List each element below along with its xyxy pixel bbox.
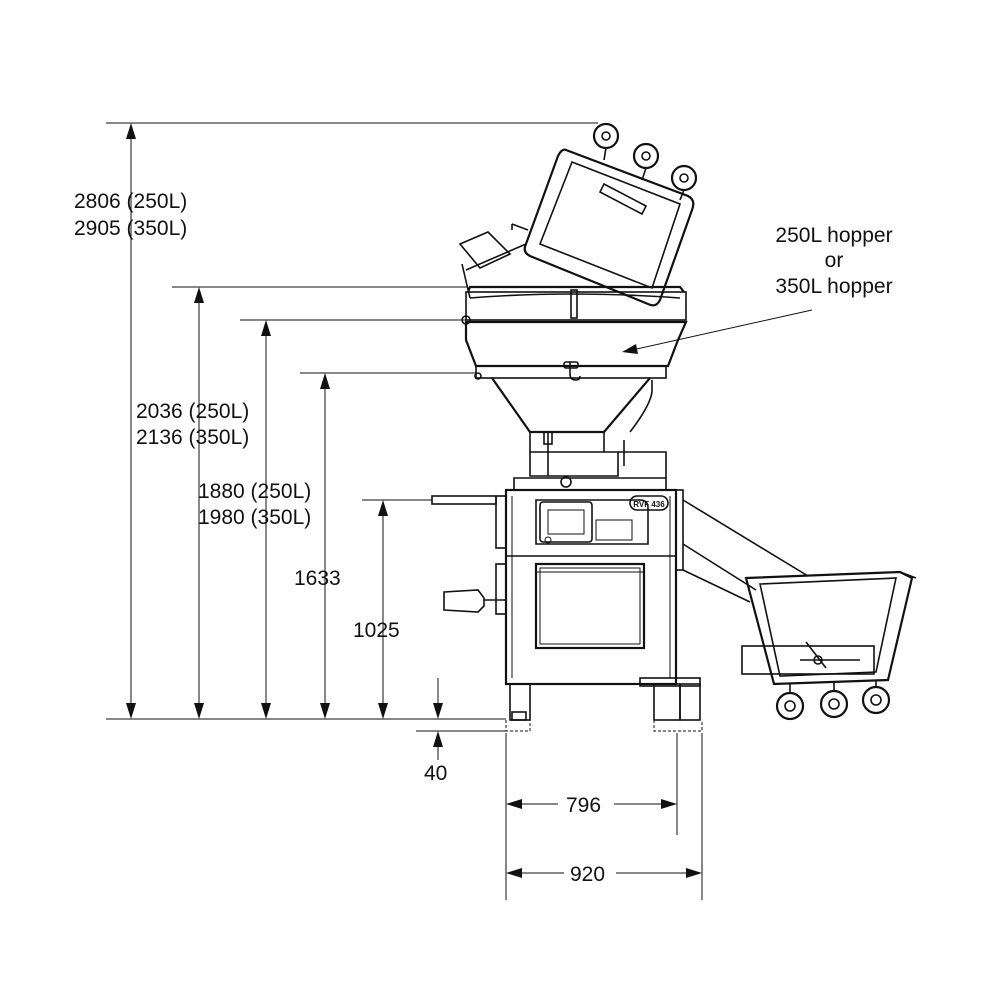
hopper-top-label-350l: 2136 (350L) <box>136 426 249 449</box>
machine-body: RVF 436 <box>431 431 703 732</box>
vertical-dimensions <box>126 123 443 760</box>
funnel-ring-label: 1633 <box>294 567 341 590</box>
hopper-funnel <box>461 285 688 452</box>
model-badge-text: RVF 436 <box>633 500 665 509</box>
floor-bin <box>682 499 917 721</box>
callout-line-2: or <box>825 249 844 272</box>
callout-line-1: 250L hopper <box>775 224 892 247</box>
outer-width-label: 920 <box>570 863 605 886</box>
inner-width-label: 796 <box>566 794 601 817</box>
total-height-label-250l: 2806 (250L) <box>74 190 187 213</box>
hopper-top-label-250l: 2036 (250L) <box>136 400 249 423</box>
handle-height-label: 1025 <box>353 619 400 642</box>
extension-lines <box>106 122 703 900</box>
callout-line-3: 350L hopper <box>775 275 892 298</box>
total-height-label-350l: 2905 (350L) <box>74 217 187 240</box>
tipped-bin <box>458 122 698 307</box>
hopper-rim-label-250l: 1880 (250L) <box>198 480 311 503</box>
foot-height-label: 40 <box>424 762 447 785</box>
horizontal-dimensions <box>506 799 702 878</box>
hopper-callout-arrow <box>622 309 813 354</box>
hopper-rim-label-350l: 1980 (350L) <box>198 506 311 529</box>
model-badge: RVF 436 <box>629 495 669 511</box>
